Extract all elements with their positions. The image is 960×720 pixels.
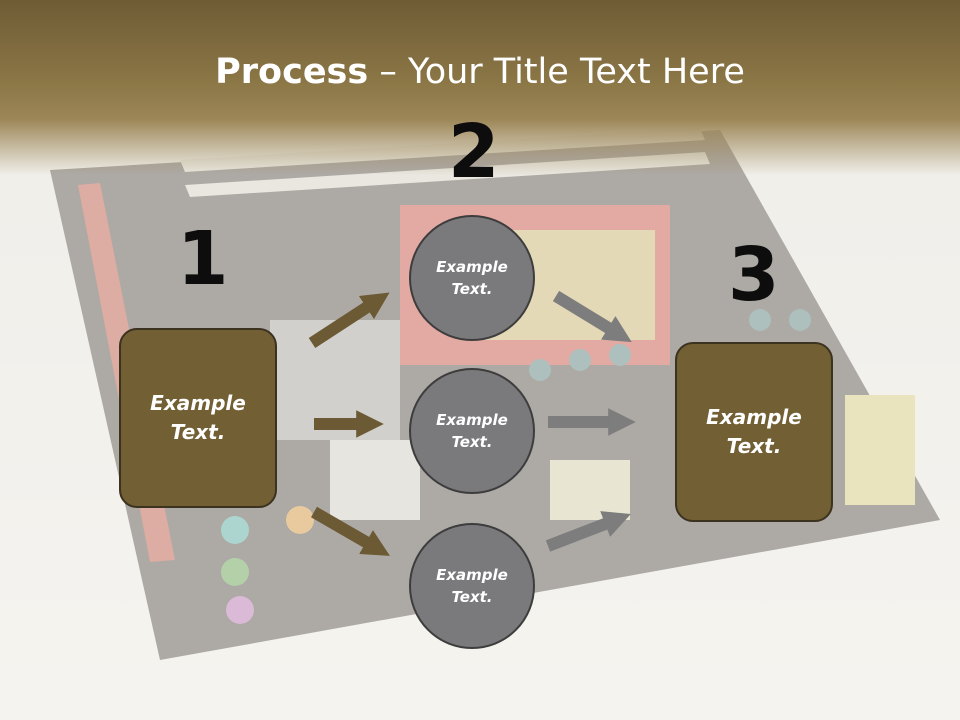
step-3-text: Example Text. (706, 405, 802, 458)
circle-top-text: Example Text. (436, 257, 508, 299)
slide-title: Process – Your Title Text Here (0, 52, 960, 92)
step-1-text: Example Text. (150, 391, 246, 444)
step-2-circle-bottom: Example Text. (409, 523, 535, 649)
circle-bottom-text: Example Text. (436, 565, 508, 607)
step-2-circle-top: Example Text. (409, 215, 535, 341)
title-bold: Process (215, 52, 369, 92)
step-number-1: 1 (177, 216, 229, 302)
title-rest: – Your Title Text Here (368, 52, 745, 92)
step-3-box: Example Text. (675, 342, 833, 522)
header-band (0, 0, 960, 175)
step-number-2: 2 (448, 109, 500, 195)
arrow-1-to-top (308, 292, 390, 349)
step-2-circle-middle: Example Text. (409, 368, 535, 494)
arrow-bottom-to-3 (545, 511, 631, 552)
arrow-top-to-3 (552, 290, 632, 343)
step-number-3: 3 (728, 232, 780, 318)
arrow-1-to-bottom (310, 506, 390, 556)
step-1-box: Example Text. (119, 328, 277, 508)
circle-middle-text: Example Text. (436, 410, 508, 452)
